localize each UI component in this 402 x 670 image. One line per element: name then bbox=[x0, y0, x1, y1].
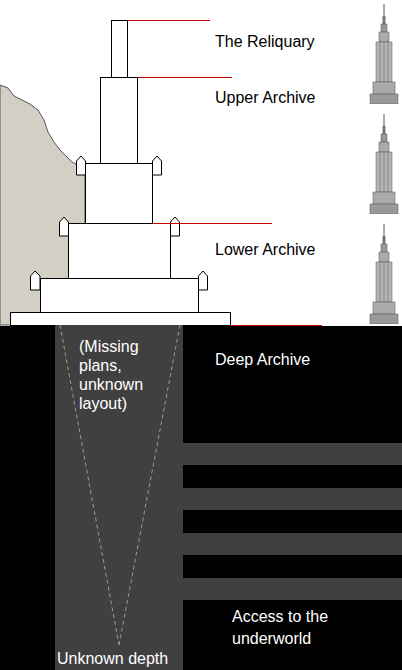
section-label: Lower Archive bbox=[215, 239, 365, 261]
depth-label: Unknown depth bbox=[57, 649, 181, 668]
shaft-note: (Missing plans, unknown layout) bbox=[79, 337, 163, 413]
section-label: The Reliquary bbox=[215, 31, 365, 53]
section-label: Access to the underworld bbox=[232, 606, 354, 650]
shaft-region: (Missing plans, unknown layout) Unknown d… bbox=[55, 325, 183, 670]
section-label: Upper Archive bbox=[215, 87, 365, 109]
section-label: Deep Archive bbox=[215, 349, 365, 371]
